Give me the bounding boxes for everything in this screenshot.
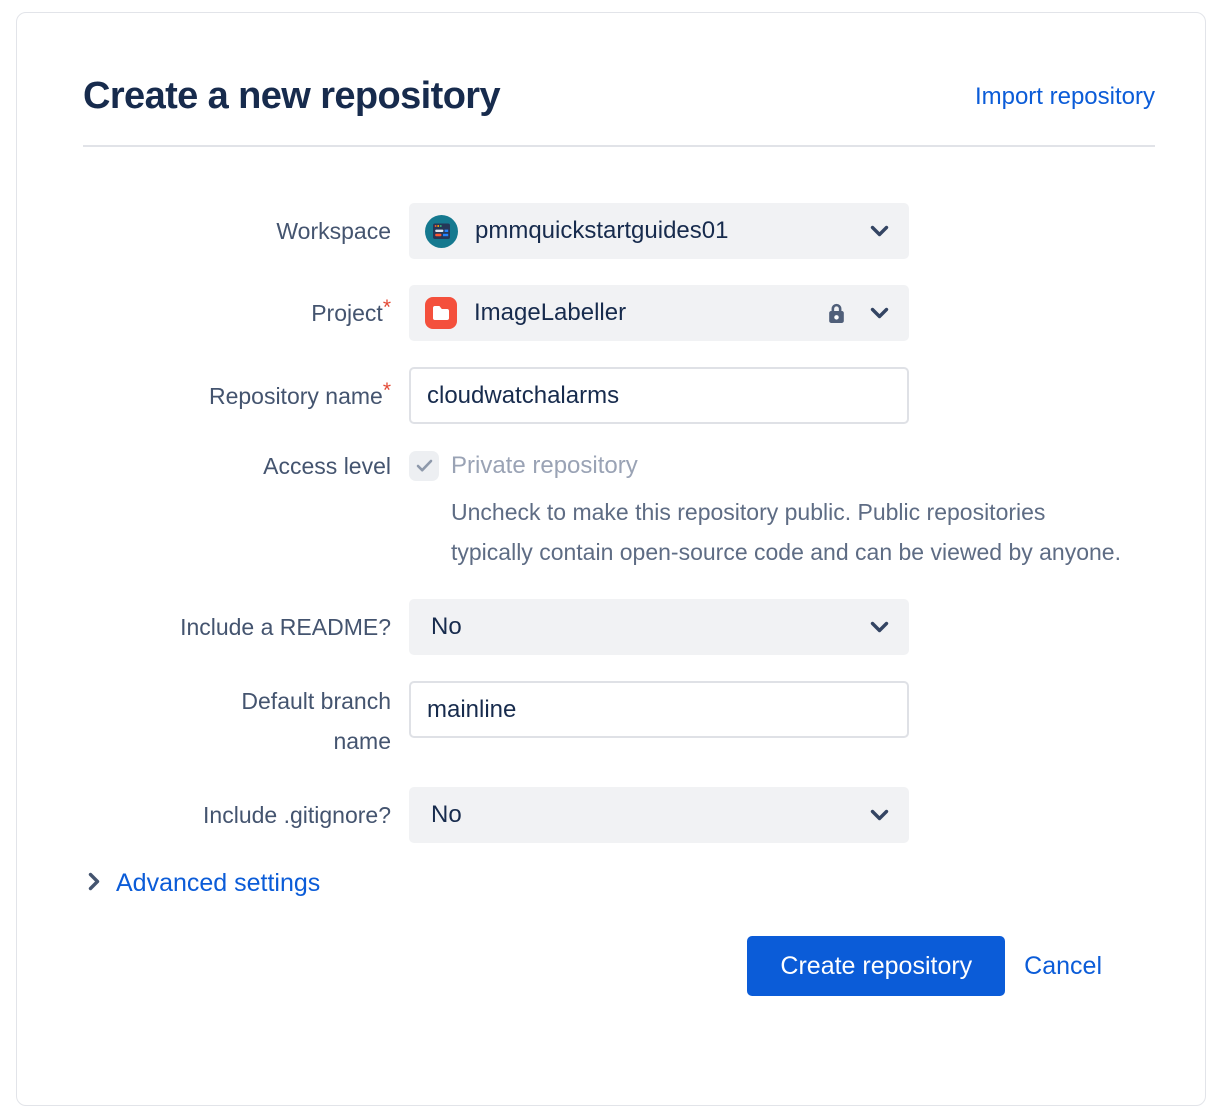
repository-name-label: Repository name* (208, 378, 391, 409)
advanced-settings-label: Advanced settings (116, 869, 321, 897)
create-repository-dialog: Create a new repository Import repositor… (16, 12, 1206, 1106)
default-branch-row: Default branch name (83, 681, 1155, 761)
project-select[interactable]: ImageLabeller (409, 285, 909, 341)
default-branch-label: Default branch name (241, 688, 391, 754)
private-repository-label: Private repository (451, 452, 638, 479)
chevron-down-icon (870, 801, 889, 829)
chevron-down-icon (870, 299, 889, 327)
lock-icon (823, 300, 850, 327)
access-level-label: Access level (263, 453, 391, 479)
readme-label: Include a README? (180, 614, 391, 640)
workspace-avatar (425, 214, 458, 248)
workspace-value: pmmquickstartguides01 (475, 217, 729, 244)
readme-select[interactable]: No (409, 599, 909, 655)
workspace-label: Workspace (276, 218, 391, 244)
private-repository-option: Private repository (409, 450, 909, 482)
create-repository-form: Workspace pmmquickstartguide (83, 203, 1155, 996)
header-divider (83, 145, 1155, 147)
page-title: Create a new repository (83, 75, 501, 117)
chevron-down-icon (870, 613, 889, 641)
gitignore-value: No (431, 801, 462, 828)
required-asterisk: * (382, 296, 391, 319)
workspace-row: Workspace pmmquickstartguide (83, 203, 1155, 259)
readme-row: Include a README? No (83, 599, 1155, 655)
cancel-button[interactable]: Cancel (1024, 951, 1102, 980)
project-avatar (425, 297, 457, 329)
access-level-help-text: Uncheck to make this repository public. … (451, 499, 1121, 565)
advanced-settings-toggle[interactable]: Advanced settings (87, 869, 320, 898)
dialog-header: Create a new repository Import repositor… (83, 75, 1155, 118)
import-repository-link[interactable]: Import repository (974, 82, 1155, 110)
workspace-select[interactable]: pmmquickstartguides01 (409, 203, 909, 259)
access-level-field: Private repository Uncheck to make this … (409, 450, 1121, 572)
chevron-right-icon (87, 871, 101, 897)
dialog-actions: Create repository Cancel (83, 936, 1155, 996)
project-row: Project* ImageLabeller (83, 285, 1155, 341)
access-level-row: Access level Private repository Uncheck … (83, 450, 1155, 572)
gitignore-row: Include .gitignore? No (83, 787, 1155, 843)
project-label: Project* (311, 296, 391, 326)
repository-name-row: Repository name* (83, 367, 1155, 424)
create-repository-button[interactable]: Create repository (747, 936, 1006, 996)
gitignore-select[interactable]: No (409, 787, 909, 843)
private-repository-checkbox[interactable] (409, 451, 439, 481)
project-value: ImageLabeller (474, 299, 627, 326)
gitignore-label: Include .gitignore? (203, 802, 391, 828)
repository-name-input[interactable] (409, 367, 909, 424)
readme-value: No (431, 613, 462, 640)
chevron-down-icon (870, 217, 889, 245)
default-branch-input[interactable] (409, 681, 909, 738)
required-asterisk: * (382, 378, 391, 402)
